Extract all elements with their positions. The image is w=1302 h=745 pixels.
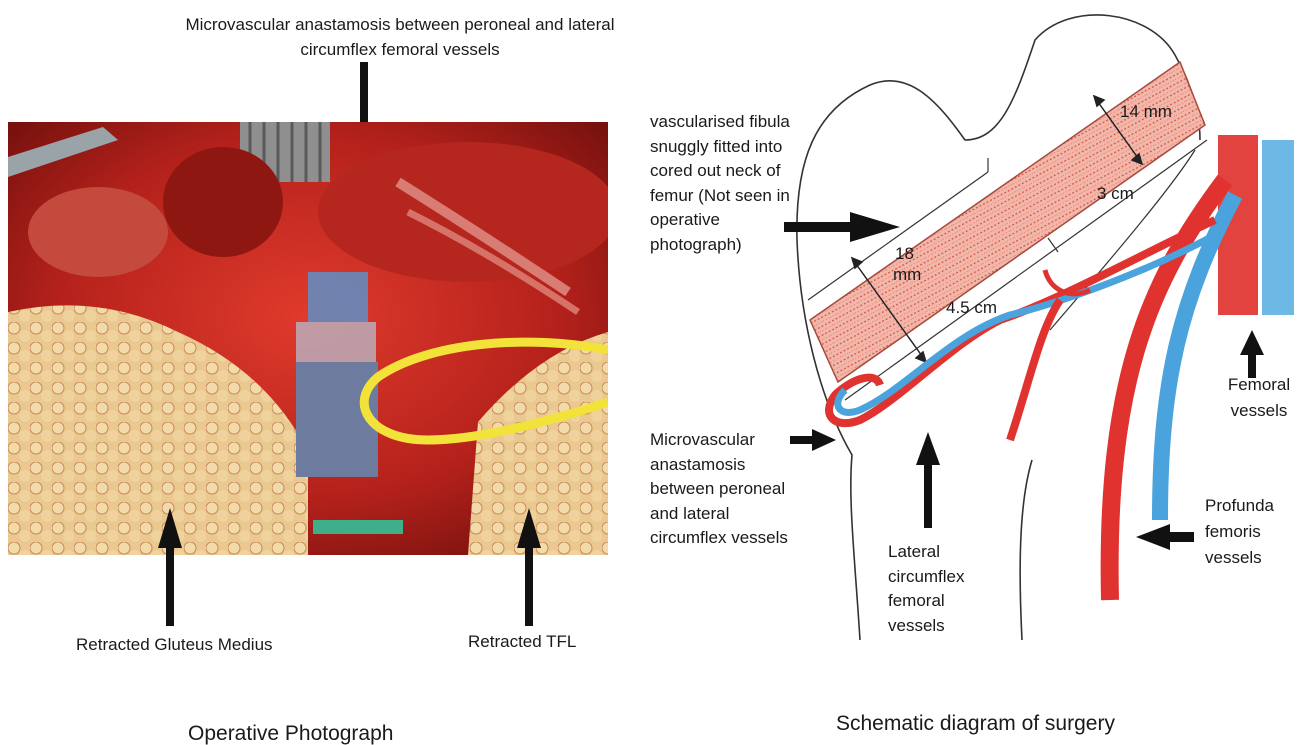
photo-top-label: Microvascular anastamosis between perone… [165, 12, 635, 62]
tfl-arrow [517, 508, 541, 626]
femoral-vein [1262, 140, 1294, 315]
femur-schematic [760, 0, 1300, 680]
dim-3cm: 3 cm [1097, 182, 1134, 205]
profunda-label: Profunda femoris vessels [1205, 493, 1285, 571]
schematic-caption: Schematic diagram of surgery [836, 712, 1115, 735]
gluteus-arrow [158, 508, 182, 626]
dim-45cm: 4.5 cm [946, 296, 997, 319]
tfl-label: Retracted TFL [468, 630, 576, 653]
surgical-photo [8, 122, 608, 555]
dim-18mm-top: 18 [895, 242, 914, 265]
lcf-label: Lateral circumflex femoral vessels [888, 540, 998, 638]
anastomosis-label: Microvascular anastamosis between perone… [650, 428, 798, 551]
gluteus-label: Retracted Gluteus Medius [76, 633, 273, 656]
photo-caption: Operative Photograph [188, 722, 393, 745]
surgical-photo-image [8, 122, 608, 555]
dim-18mm-bottom: mm [893, 263, 921, 286]
dim-14mm: 14 mm [1120, 100, 1172, 123]
femoral-label: Femoral vessels [1224, 372, 1294, 424]
